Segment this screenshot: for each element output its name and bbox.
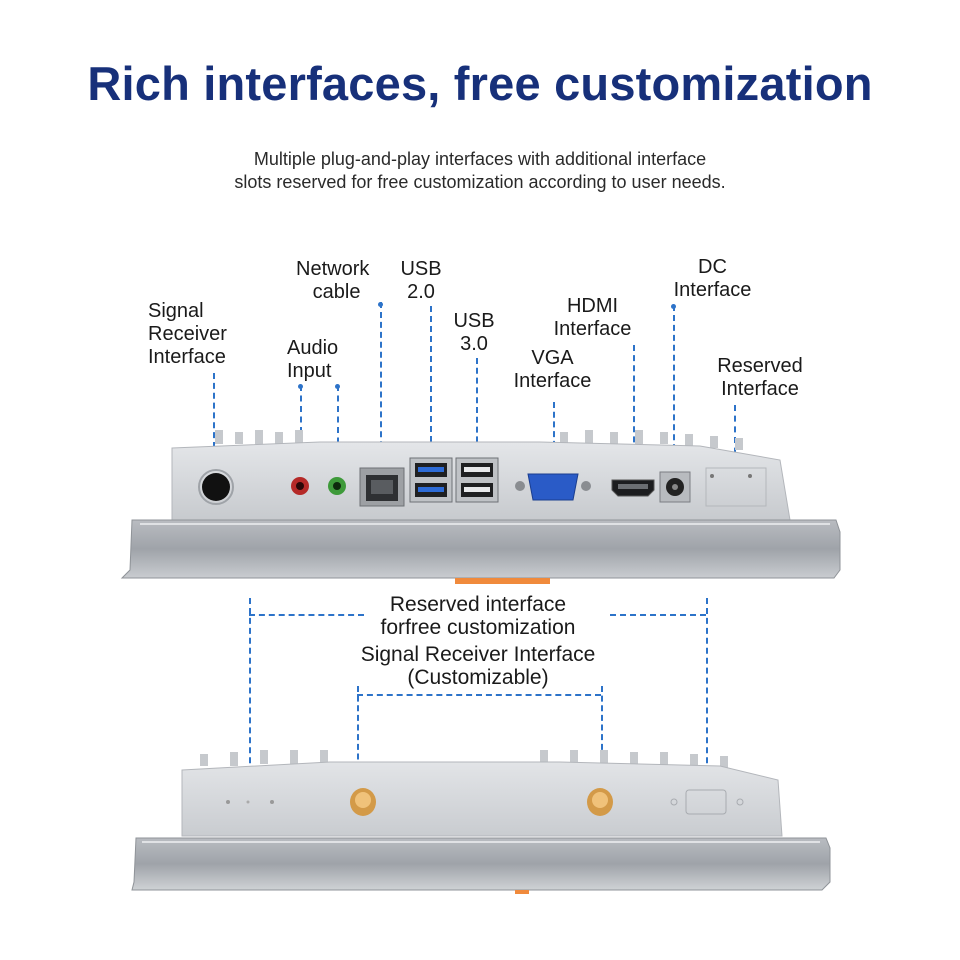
leader-dc-dot bbox=[671, 304, 676, 309]
label-reserved: Reserved Interface bbox=[717, 355, 803, 400]
leader-audio-green bbox=[337, 385, 339, 475]
leader-network bbox=[380, 302, 382, 467]
leader-signal-receiver bbox=[213, 373, 215, 448]
leader-signal-left bbox=[357, 686, 359, 798]
label-network-cable: Network cable bbox=[296, 258, 370, 303]
leader-signal-h bbox=[357, 694, 601, 696]
label-vga: VGA Interface bbox=[513, 347, 592, 392]
label-hdmi: HDMI Interface bbox=[553, 295, 632, 340]
label-usb30: USB 3.0 bbox=[453, 310, 495, 355]
label-signal-custom: Signal Receiver Interface (Customizable) bbox=[360, 643, 596, 689]
label-dc: DC Interface bbox=[673, 256, 752, 301]
label-usb20: USB 2.0 bbox=[400, 258, 442, 303]
label-reserved-custom: Reserved interface forfree customization bbox=[380, 593, 576, 639]
page-title: Rich interfaces, free customization bbox=[87, 57, 873, 110]
label-signal-receiver: Signal Receiver Interface bbox=[148, 300, 227, 368]
leader-reserved-right-h bbox=[610, 614, 706, 616]
leader-network-dot bbox=[378, 302, 383, 307]
device-io-panel bbox=[120, 430, 841, 584]
page-subtitle: Multiple plug-and-play interfaces with a… bbox=[234, 149, 726, 192]
leader-hdmi bbox=[633, 345, 635, 483]
label-audio-input: Audio Input bbox=[287, 337, 339, 382]
leader-usb20 bbox=[430, 306, 432, 462]
leader-audio-red-dot bbox=[298, 384, 303, 389]
leader-vga bbox=[553, 402, 555, 476]
leader-reserved-right bbox=[706, 598, 708, 803]
leader-audio-green-dot bbox=[335, 384, 340, 389]
leader-reserved-left-h bbox=[249, 614, 364, 616]
device-rear-panel bbox=[131, 750, 831, 894]
leader-signal-right bbox=[601, 686, 603, 798]
leader-usb30 bbox=[476, 358, 478, 462]
leader-dc bbox=[673, 305, 675, 470]
leader-reserved-left bbox=[249, 598, 251, 803]
